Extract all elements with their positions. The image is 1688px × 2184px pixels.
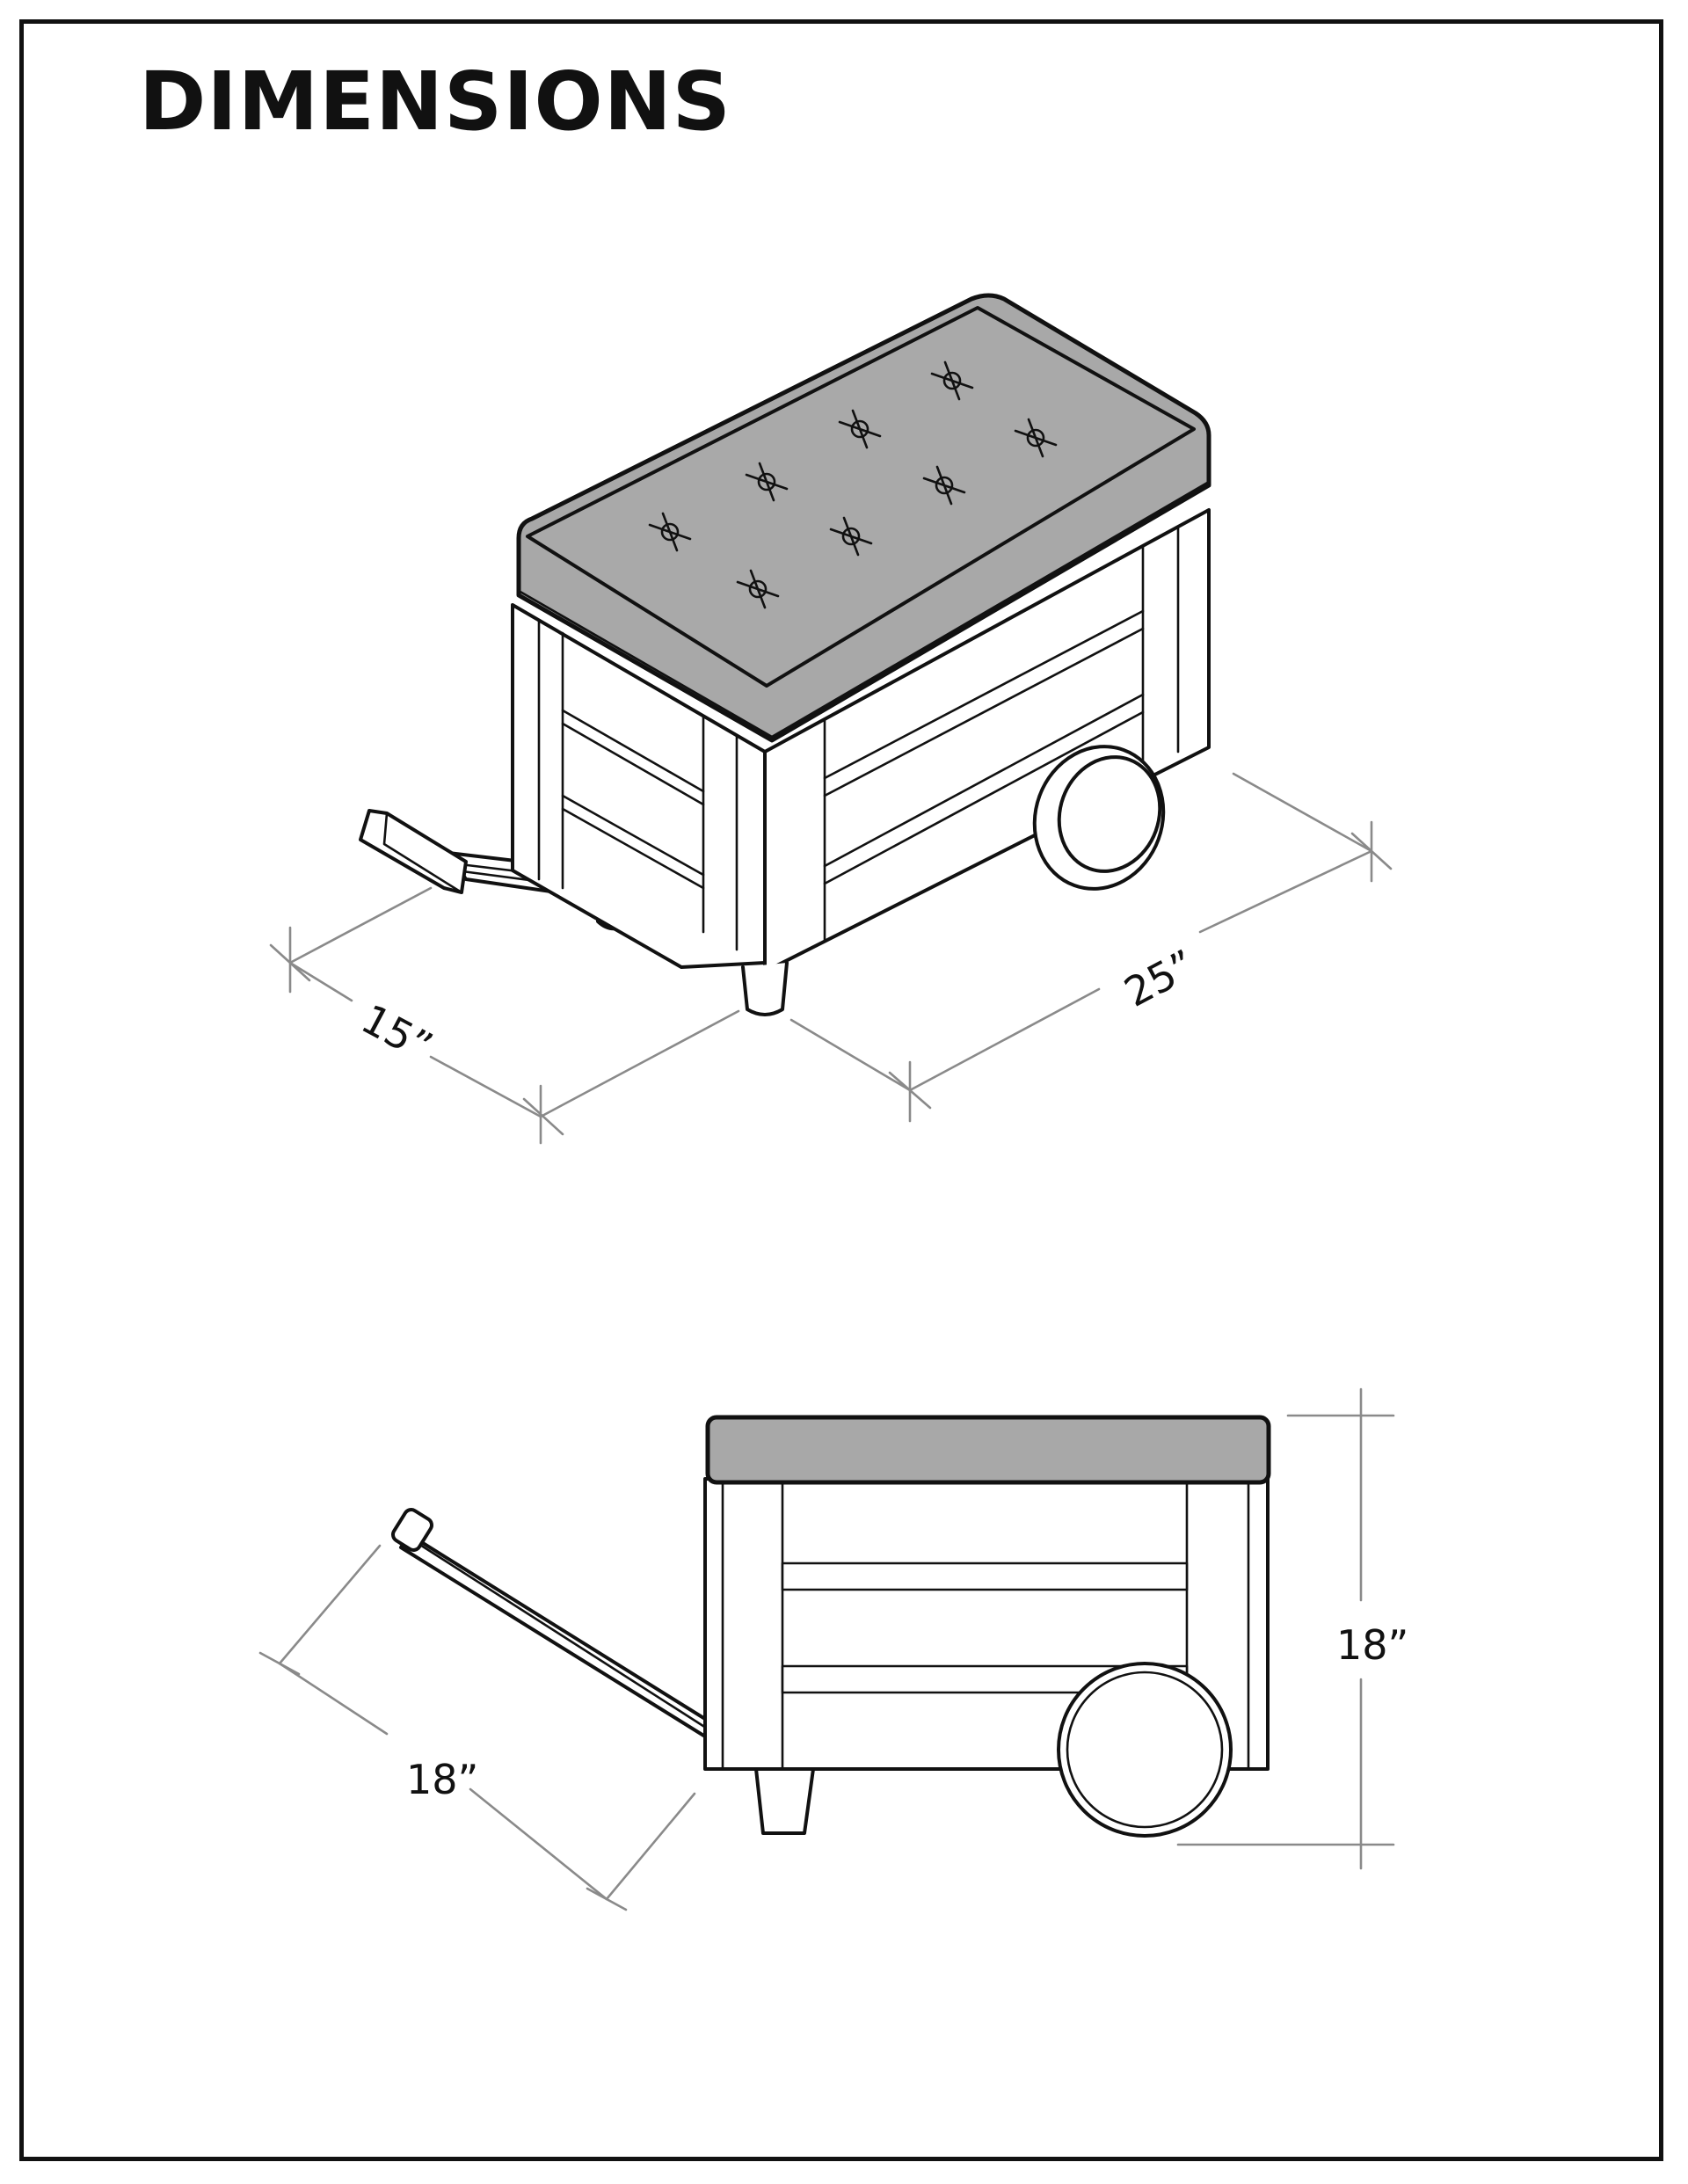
side-handle-dimension <box>258 1544 696 1911</box>
side-cart-view: 18” 18” <box>258 1387 1408 1911</box>
side-cushion <box>705 1415 1271 1485</box>
side-leg <box>754 1767 815 1835</box>
depth-label: 15” <box>353 994 440 1070</box>
side-handle <box>391 1508 714 1738</box>
iso-length-dimension <box>789 772 1393 1123</box>
length-label: 25” <box>1117 941 1203 1016</box>
height-label: 18” <box>1336 1621 1408 1669</box>
iso-cushion <box>516 293 1211 743</box>
handle-length-label: 18” <box>406 1756 478 1803</box>
iso-crate <box>511 508 1211 1016</box>
iso-wheel <box>1032 745 1166 891</box>
page-title: DIMENSIONS <box>139 55 731 149</box>
page-border <box>19 19 1663 2161</box>
tufting-buttons <box>648 360 1058 609</box>
iso-cart-view: 15” 25” <box>269 293 1393 1145</box>
iso-depth-dimension <box>269 886 740 1145</box>
side-wheel <box>1057 1662 1233 1838</box>
side-height-dimension <box>1176 1387 1395 1870</box>
